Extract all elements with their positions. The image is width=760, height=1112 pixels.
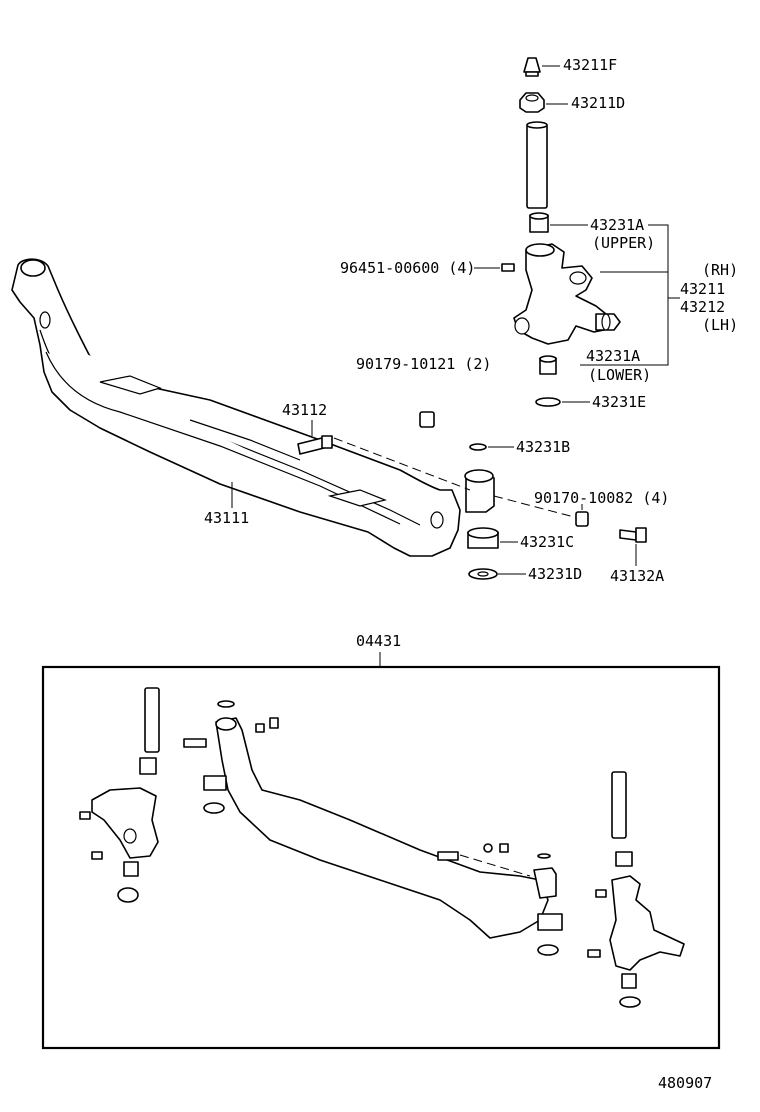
washer-icon[interactable] [468, 568, 498, 580]
thrust-bearing[interactable] [467, 527, 499, 549]
label-lh: (LH) [702, 316, 738, 334]
label-43231A-lower: 43231A [586, 347, 640, 365]
label-96451-00600: 96451-00600 (4) [340, 259, 475, 277]
label-90170-10082: 90170-10082 (4) [534, 489, 669, 507]
grease-fitting-icon[interactable] [523, 57, 541, 77]
lock-nut-icon[interactable] [575, 511, 589, 527]
thrust-shim[interactable] [535, 397, 561, 407]
label-43231A-upper: 43231A [590, 216, 644, 234]
label-43211D: 43211D [571, 94, 625, 112]
beam-king-pin-boss [464, 469, 495, 513]
figure-number: 480907 [658, 1074, 712, 1092]
label-43211F: 43211F [563, 56, 617, 74]
label-90179-10121: 90179-10121 (2) [356, 355, 491, 373]
kit-box [41, 665, 721, 1050]
upper-bushing[interactable] [529, 212, 549, 233]
label-lower: (LOWER) [588, 366, 651, 384]
plug-icon[interactable] [519, 92, 545, 113]
label-43112: 43112 [282, 401, 327, 419]
nut-icon[interactable] [419, 411, 435, 428]
steering-knuckle[interactable] [513, 243, 621, 345]
label-43132A: 43132A [610, 567, 664, 585]
label-43111: 43111 [204, 509, 249, 527]
label-43231C: 43231C [520, 533, 574, 551]
king-pin[interactable] [526, 121, 548, 209]
label-04431: 04431 [356, 632, 401, 650]
label-upper: (UPPER) [592, 234, 655, 252]
lower-bushing[interactable] [539, 355, 557, 375]
o-ring-icon[interactable] [469, 443, 487, 451]
label-43231B: 43231B [516, 438, 570, 456]
kit-contents [79, 687, 685, 1008]
label-43212: 43212 [680, 298, 725, 316]
lock-bolt[interactable] [297, 435, 333, 455]
label-43231E: 43231E [592, 393, 646, 411]
grease-nipple-icon[interactable] [501, 263, 515, 272]
front-axle-beam[interactable] [11, 258, 461, 557]
label-rh: (RH) [702, 261, 738, 279]
stopper-bolt[interactable] [619, 527, 647, 543]
label-43231D: 43231D [528, 565, 582, 583]
label-43211: 43211 [680, 280, 725, 298]
